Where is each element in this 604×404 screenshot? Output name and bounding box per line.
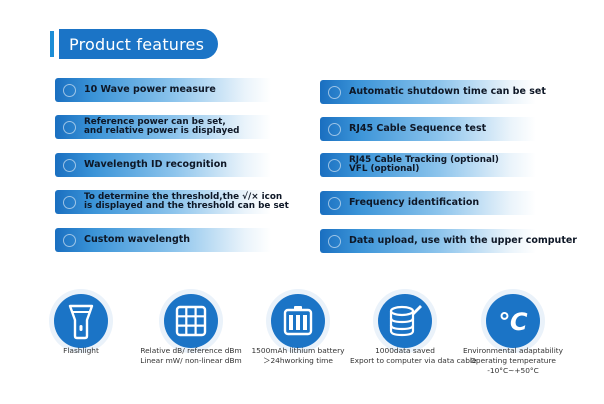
bullet-icon [63,120,76,134]
bullet-icon [328,196,341,210]
feature-label: Wavelength ID recognition [84,159,227,170]
icon-caption: 1500mAh lithium battery＞24hworking time [251,346,345,365]
feature-item: RJ45 Cable Sequence test [320,117,536,141]
header-accent-bar [50,31,54,57]
icon-caption: Flashlight [63,346,99,355]
section-title: Product features [59,29,219,59]
bullet-icon [328,234,341,248]
bullet-icon [328,158,341,172]
bullet-icon [63,83,76,97]
feature-item: Frequency identification [320,191,536,215]
feature-label: Data upload, use with the upper computer [349,235,577,246]
feature-label: 10 Wave power measure [84,84,216,95]
database-icon [372,288,438,354]
feature-label: RJ45 Cable Sequence test [349,123,487,134]
grid-icon [158,288,224,354]
feature-item: Reference power can be set,and relative … [55,115,271,139]
feature-label: Automatic shutdown time can be set [349,86,546,97]
feature-label: Custom wavelength [84,234,191,245]
bullet-icon [63,233,76,247]
flashlight-icon [48,288,114,354]
feature-label: RJ45 Cable Tracking (optional)VFL (optio… [349,154,499,174]
battery-icon [265,288,331,354]
feature-label: Frequency identification [349,197,480,208]
feature-item: Wavelength ID recognition [55,153,271,177]
bullet-icon [328,122,341,136]
feature-item: Custom wavelength [55,228,271,252]
bullet-icon [63,195,76,209]
bullet-icon [328,85,341,99]
feature-item: Data upload, use with the upper computer [320,229,577,253]
feature-item: Automatic shutdown time can be set [320,80,546,104]
bullet-icon [63,158,76,172]
feature-item: RJ45 Cable Tracking (optional)VFL (optio… [320,153,536,177]
temperature-icon: ℃ [480,288,546,354]
feature-label: Reference power can be set,and relative … [84,116,240,136]
temperature-glyph: ℃ [498,308,527,336]
section-header: Product features [50,28,219,60]
feature-item: 10 Wave power measure [55,78,271,102]
